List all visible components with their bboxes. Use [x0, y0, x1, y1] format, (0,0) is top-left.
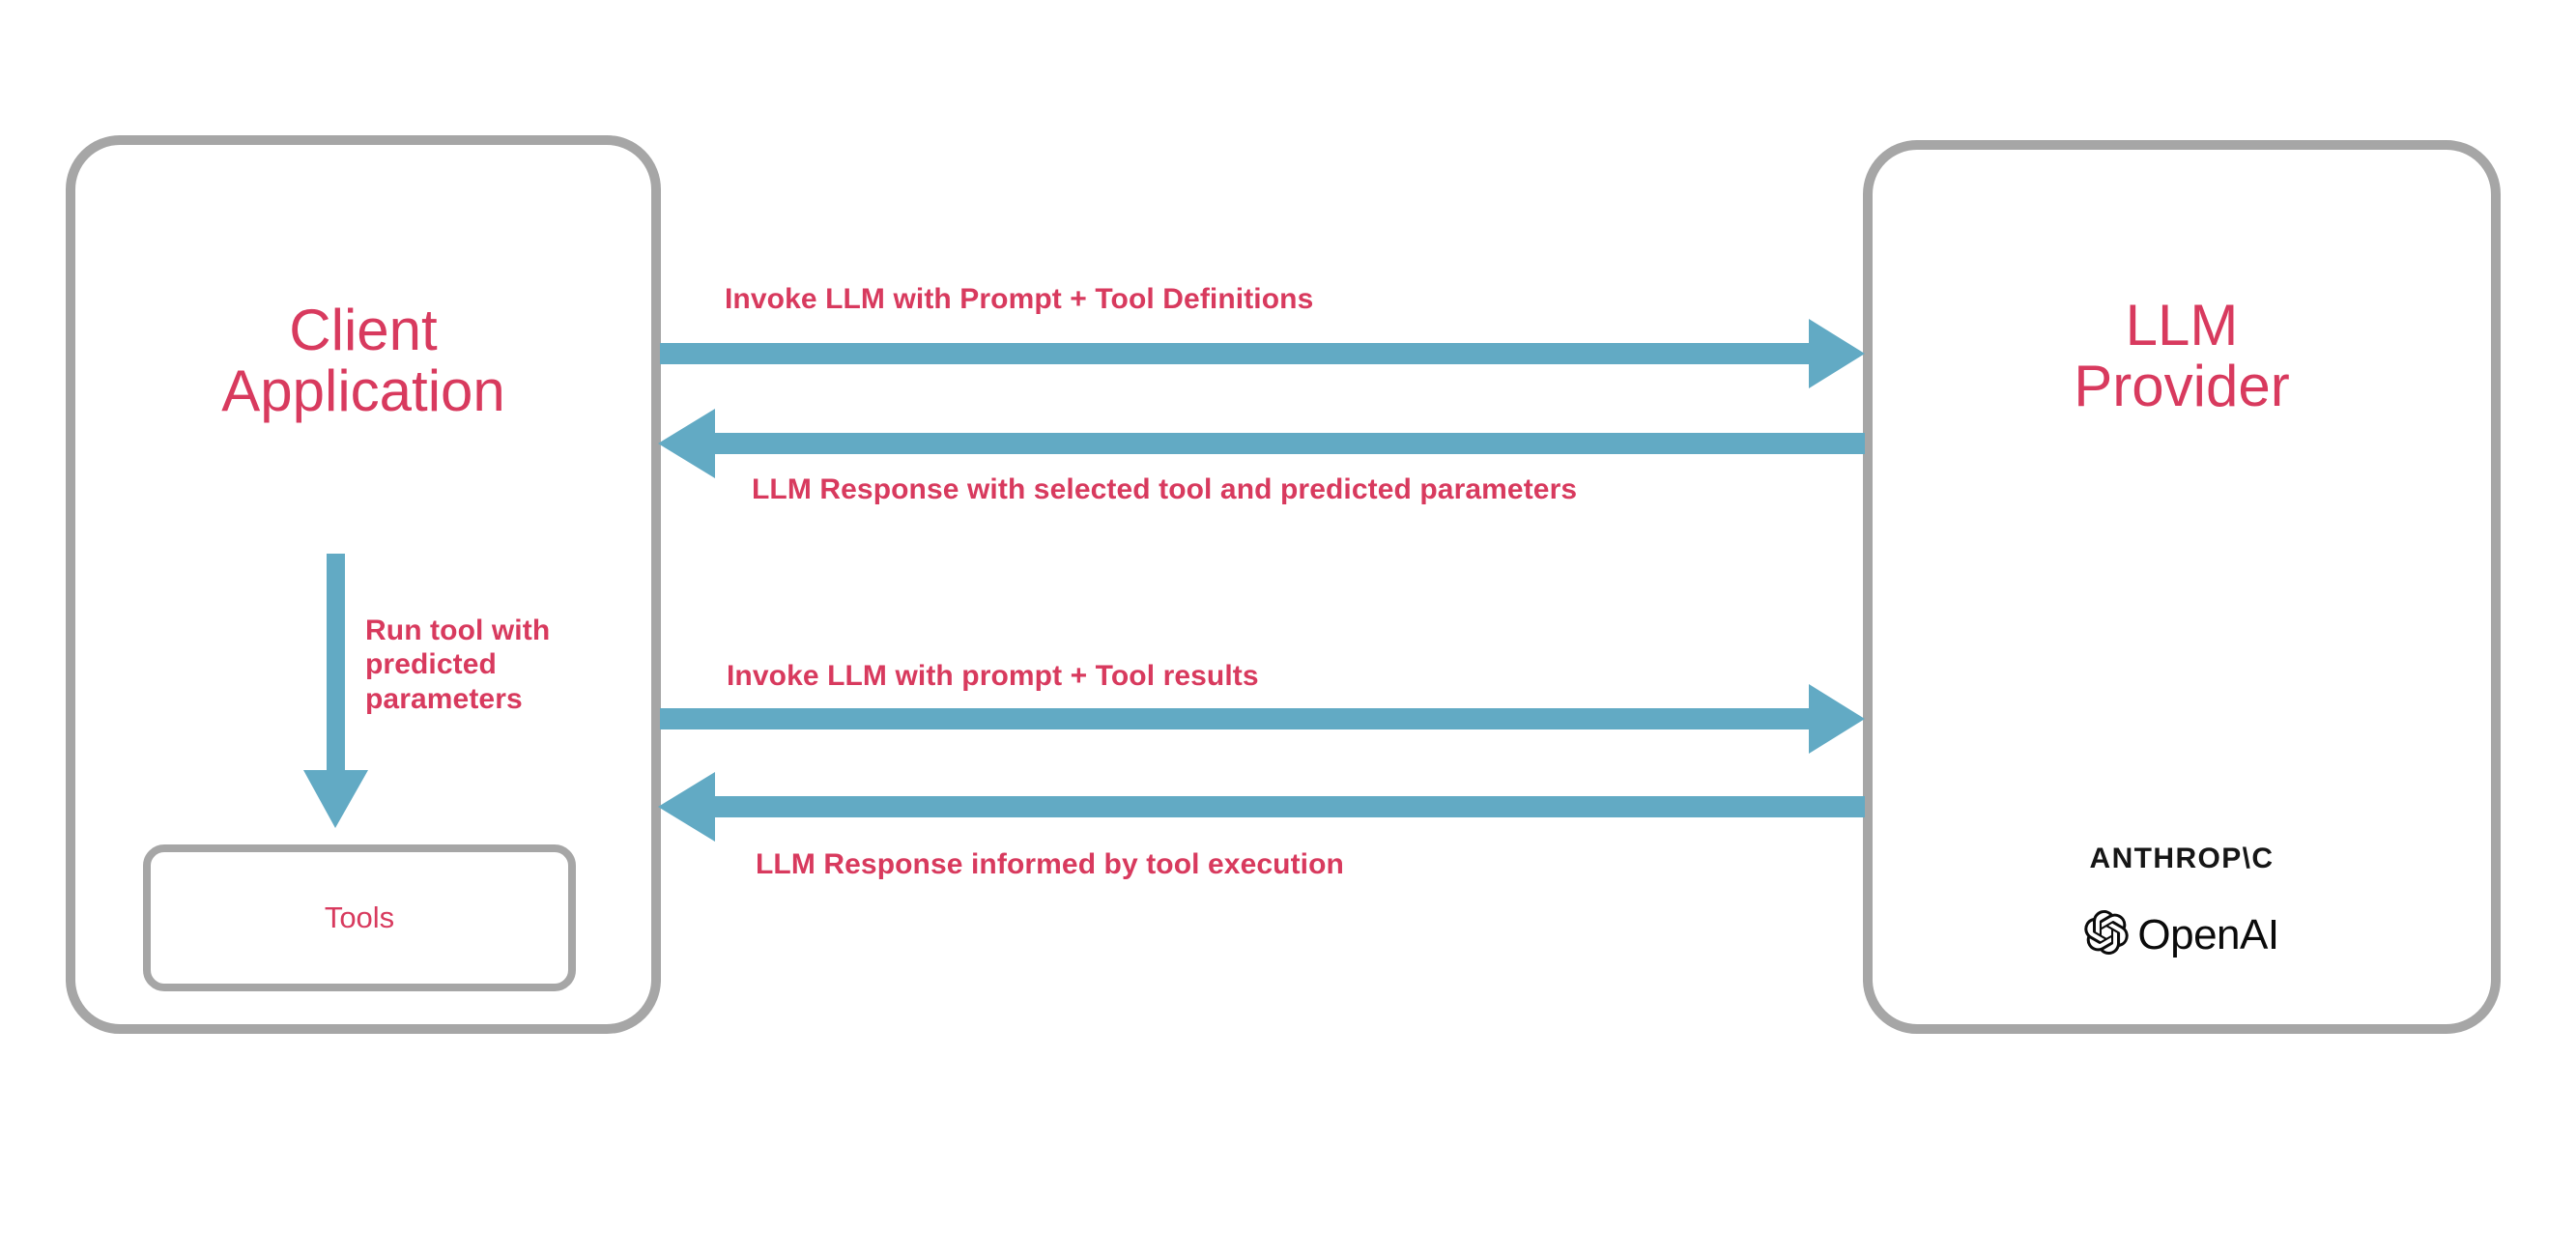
tools-node[interactable]: Tools	[143, 844, 576, 991]
client-application-title: Client Application	[75, 300, 651, 421]
flow-1-arrow	[660, 319, 1865, 388]
flow-4-label: LLM Response informed by tool execution	[756, 848, 1344, 880]
flow-3-arrow	[660, 684, 1865, 754]
flow-3-label: Invoke LLM with prompt + Tool results	[727, 660, 1259, 692]
flow-2-label: LLM Response with selected tool and pred…	[752, 473, 1578, 505]
tools-label: Tools	[324, 901, 395, 934]
flow-1-label: Invoke LLM with Prompt + Tool Definition…	[725, 283, 1314, 315]
openai-mark-icon	[2084, 910, 2130, 959]
anthropic-logo: ANTHROP\C	[2089, 843, 2275, 874]
llm-provider-node[interactable]: LLM Provider	[1863, 140, 2501, 1034]
openai-wordmark: OpenAI	[2137, 910, 2279, 958]
llm-provider-title: LLM Provider	[1873, 295, 2491, 416]
flow-4-arrow	[658, 772, 1865, 842]
flow-tools-label: Run tool with predicted parameters	[365, 615, 551, 715]
llm-title-line-1: LLM	[2125, 293, 2239, 357]
client-title-line-1: Client	[289, 298, 438, 362]
client-title-line-2: Application	[221, 358, 505, 423]
flow-2-arrow	[658, 409, 1865, 478]
openai-logo: OpenAI	[1863, 910, 2501, 959]
llm-title-line-2: Provider	[2074, 354, 2290, 418]
